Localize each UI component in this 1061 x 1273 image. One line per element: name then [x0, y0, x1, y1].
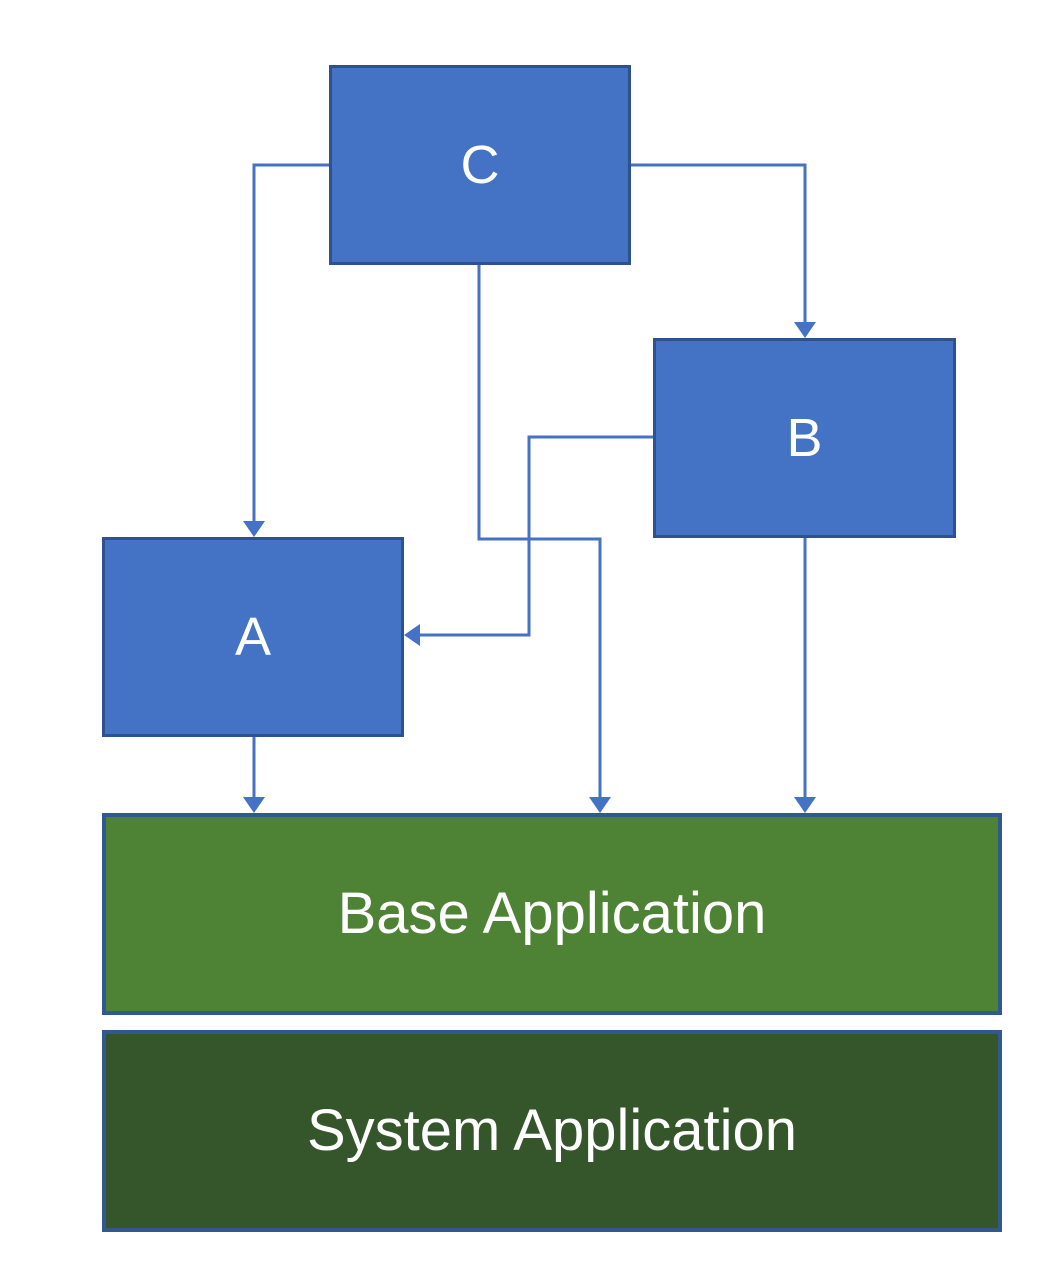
connector-c-to-base — [477, 265, 611, 813]
node-system-label: System Application — [306, 1098, 798, 1163]
connector-c-to-b-line — [631, 163, 807, 328]
connector-a-to-base — [243, 737, 265, 813]
node-b[interactable]: B — [653, 338, 956, 538]
connector-b-to-a-line — [414, 435, 653, 637]
arrowhead-icon — [589, 797, 611, 813]
node-b-label: B — [786, 408, 823, 468]
arrowhead-icon — [243, 797, 265, 813]
node-a[interactable]: A — [102, 537, 404, 737]
node-system[interactable]: System Application — [102, 1030, 1002, 1232]
node-base[interactable]: Base Application — [102, 813, 1002, 1015]
node-c-label: C — [460, 135, 500, 195]
arrowhead-icon — [243, 521, 265, 537]
arrowhead-icon — [404, 624, 420, 646]
connector-c-to-a — [243, 163, 329, 537]
connector-c-to-b — [631, 163, 816, 338]
node-c[interactable]: C — [329, 65, 631, 265]
connector-b-to-a — [404, 435, 653, 646]
connector-b-to-base — [794, 538, 816, 813]
connector-c-to-a-line — [252, 163, 329, 527]
node-a-label: A — [234, 607, 272, 667]
arrowhead-icon — [794, 797, 816, 813]
node-base-label: Base Application — [337, 881, 767, 946]
connector-c-to-base-line — [477, 265, 602, 803]
arrowhead-icon — [794, 322, 816, 338]
